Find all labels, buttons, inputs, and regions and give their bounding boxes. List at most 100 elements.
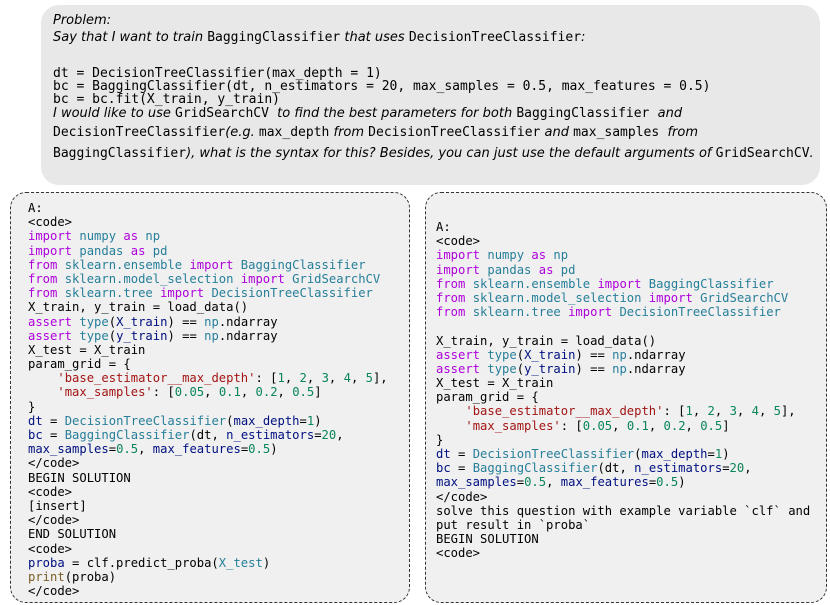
parameter: max_depth: [233, 413, 300, 428]
code-line: bc = BaggingClassifier(dt, n_estimators=…: [28, 428, 409, 442]
problem-code-line: bc = bc.fit(X_train, y_train): [53, 92, 280, 107]
plain: =: [707, 447, 715, 461]
keyword: assert: [436, 347, 481, 362]
variable: dt: [28, 413, 43, 428]
number: 0.05: [582, 418, 613, 433]
indent: [436, 419, 465, 433]
problem-text: ), what is the syntax for this? Besides,…: [186, 146, 716, 161]
problem-text: from: [329, 125, 369, 140]
problem-code-term: GridSearchCV: [715, 146, 810, 161]
plain: =: [108, 442, 117, 457]
keyword: as: [531, 248, 547, 263]
code-line: max_samples=0.5, max_features=0.5): [28, 442, 409, 456]
problem-box: Problem: Say that I want to train Baggin…: [41, 5, 820, 185]
module: numpy: [480, 248, 532, 263]
module: sklearn.tree: [57, 286, 161, 301]
plain: ): [314, 413, 322, 428]
number: 3: [321, 371, 329, 386]
number: 2: [299, 371, 307, 386]
code-line: }: [436, 432, 444, 447]
number: 0.1: [218, 385, 241, 400]
plain: ): [678, 475, 686, 490]
plain: ) ==: [167, 314, 205, 329]
problem-code-term: BaggingClassifier: [207, 30, 341, 45]
code-line: assert type(y_train) == np.ndarray: [436, 362, 826, 376]
code-line: dt = DecisionTreeClassifier(max_depth=1): [436, 447, 826, 461]
keyword: assert: [436, 361, 481, 376]
keyword: import: [597, 276, 642, 291]
plain: ,: [546, 475, 561, 490]
plain: =: [450, 461, 473, 476]
code-line: A:: [28, 201, 43, 215]
number: 0.5: [116, 442, 139, 457]
code-line: max_samples=0.5, max_features=0.5): [436, 475, 826, 489]
module: sklearn.ensemble: [57, 257, 190, 272]
plain: : [: [663, 404, 686, 419]
problem-intro: Say that I want to train BaggingClassifi…: [53, 27, 820, 48]
code-line: from sklearn.ensemble import BaggingClas…: [28, 258, 409, 272]
code-line: X_test = X_train: [436, 376, 554, 391]
class-name: GridSearchCV: [284, 271, 381, 286]
plain: : [: [560, 418, 583, 433]
module: sklearn.model_selection: [465, 290, 649, 305]
parameter: n_estimators: [634, 461, 723, 476]
code-line: <code>: [28, 484, 73, 499]
problem-code-term: DecisionTreeClassifier: [53, 125, 226, 140]
problem-text: to find the best parameters for both: [268, 106, 517, 121]
number: 0.5: [656, 475, 679, 490]
module: np: [612, 347, 627, 362]
variable: proba: [28, 555, 65, 570]
module: numpy: [72, 229, 124, 244]
plain: ,: [277, 385, 293, 400]
plain: ,: [758, 404, 774, 419]
class-name: GridSearchCV: [692, 290, 789, 305]
problem-code-line: dt = DecisionTreeClassifier(max_depth = …: [53, 66, 382, 81]
keyword: from: [436, 276, 466, 291]
problem-text: and: [540, 125, 574, 140]
plain: : [: [255, 371, 278, 386]
keyword: assert: [28, 328, 73, 343]
code-line: <code>: [436, 234, 481, 249]
parameter: max_features: [152, 442, 241, 457]
plain: ]: [314, 385, 322, 400]
plain: (dt,: [189, 428, 227, 442]
code-line: }: [28, 399, 36, 414]
code-line: </code>: [28, 456, 80, 471]
number: 4: [751, 404, 759, 419]
parameter: max_features: [560, 475, 649, 490]
builtin: type: [487, 347, 517, 362]
problem-code-term: max_depth: [258, 125, 330, 140]
problem-code-term: BaggingClassifier: [53, 146, 187, 161]
variable: X_train: [524, 347, 576, 362]
code-line: from sklearn.model_selection import Grid…: [28, 272, 409, 286]
variable: X_train: [116, 314, 168, 329]
problem-text: that uses: [340, 30, 409, 45]
plain: .ndarray: [218, 328, 278, 343]
code-line: A:: [436, 220, 451, 234]
plain: (: [516, 361, 525, 376]
problem-text: I would like to use: [53, 106, 175, 121]
number: 0.5: [700, 418, 723, 433]
plain: ): [270, 442, 278, 457]
code-line: <code>: [28, 541, 73, 556]
number: 1: [306, 413, 315, 428]
problem-code-line: bc = BaggingClassifier(dt, n_estimators …: [53, 79, 711, 94]
plain: ,: [204, 385, 219, 400]
class-name: BaggingClassifier: [233, 257, 366, 272]
number: 20: [321, 428, 337, 442]
indent: [28, 371, 57, 385]
number: 1: [277, 371, 285, 386]
module: pd: [145, 243, 168, 258]
string: 'max_samples': [57, 385, 153, 400]
plain: (: [226, 413, 234, 428]
code-line: <code>: [28, 215, 73, 230]
code-line: assert type(X_train) == np.ndarray: [28, 315, 409, 329]
string: 'max_samples': [465, 418, 561, 433]
plain: .ndarray: [626, 361, 686, 376]
number: 0.5: [524, 475, 547, 490]
code-line: BEGIN SOLUTION: [28, 470, 131, 485]
parameter: n_estimators: [226, 428, 315, 442]
code-line: X_train, y_train = load_data(): [28, 300, 249, 315]
string: 'base_estimator__max_depth': [57, 371, 256, 386]
plain: (: [108, 314, 117, 329]
